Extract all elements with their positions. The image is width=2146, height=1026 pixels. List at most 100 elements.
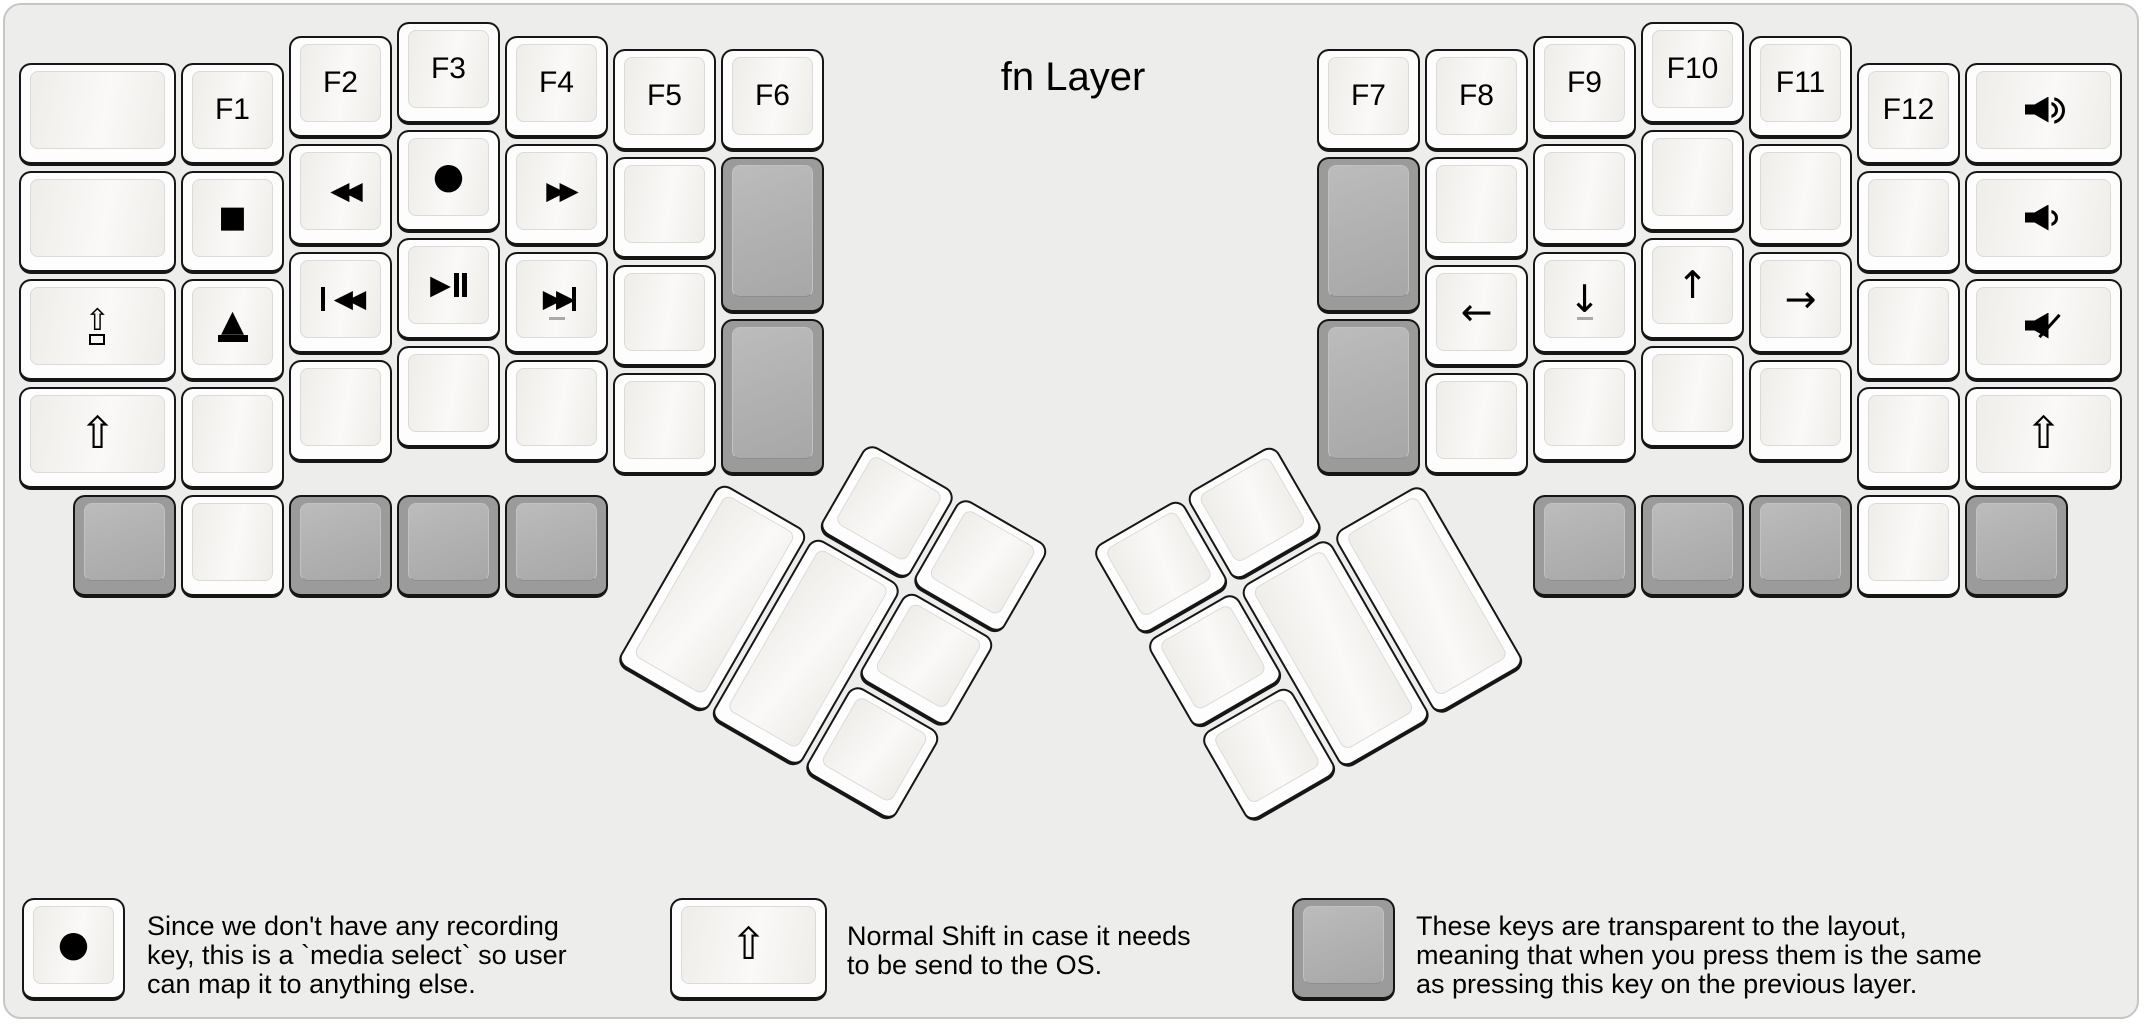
mute-icon: [2022, 309, 2066, 343]
key-blank: [613, 157, 716, 260]
key-label: F11: [1775, 65, 1826, 99]
key-play-pause: ▶: [397, 238, 500, 341]
key-volume-down: [1965, 170, 2122, 274]
legend-key-transparent: [1292, 898, 1395, 1001]
legend-text-transparent: These keys are transparent to the layout…: [1416, 911, 1982, 999]
key-f12: F12: [1857, 62, 1960, 166]
shift-icon: ⇧: [2025, 407, 2062, 459]
key-transparent: [397, 494, 500, 598]
key-label: F12: [1882, 92, 1935, 126]
key-transparent: [1965, 494, 2068, 598]
key-f10: F10: [1641, 22, 1744, 125]
key-blank: [1857, 170, 1960, 274]
key-blank: [1533, 143, 1636, 247]
key-blank: [181, 386, 284, 490]
key-blank: [19, 62, 176, 166]
key-caps-lock: ⇧: [19, 278, 176, 382]
key-transparent: [721, 319, 824, 476]
volume-up-icon: [2022, 93, 2066, 127]
key-blank: [1425, 157, 1528, 260]
key-f9: F9: [1533, 35, 1636, 139]
key-transparent: [73, 494, 176, 598]
underscore-mark: [1576, 316, 1593, 320]
key-f8: F8: [1425, 49, 1528, 152]
arrow-left-icon: ←: [1460, 290, 1493, 334]
key-arrow-down: ↓: [1533, 251, 1636, 355]
key-media-select: ●: [397, 130, 500, 233]
key-transparent: [1317, 157, 1420, 314]
key-blank: [1533, 359, 1636, 463]
key-blank: [397, 346, 500, 449]
key-label: F1: [214, 92, 250, 126]
key-mute: [1965, 278, 2122, 382]
arrow-right-icon: →: [1784, 276, 1817, 321]
key-blank: [613, 373, 716, 476]
record-icon: ●: [432, 156, 465, 197]
arrow-down-icon: ↓: [1568, 276, 1601, 321]
shift-icon: ⇧: [730, 919, 767, 970]
key-stop: ■: [181, 170, 284, 274]
shift-icon: ⇧: [79, 407, 116, 459]
previous-track-icon: ◀◀: [320, 286, 366, 311]
underscore-mark: [548, 316, 565, 320]
key-blank: [289, 359, 392, 463]
key-blank: [1749, 143, 1852, 247]
stop-icon: ■: [218, 199, 247, 235]
record-icon: ●: [57, 924, 90, 965]
legend-key-shift: ⇧: [670, 898, 827, 1001]
play-pause-icon: ▶: [430, 272, 467, 299]
next-track-icon: ▶▶: [537, 286, 577, 311]
legend-text-shift: Normal Shift in case it needs to be send…: [847, 921, 1191, 980]
arrow-up-icon: ↑: [1676, 263, 1709, 307]
key-transparent: [1533, 494, 1636, 598]
key-f1: F1: [181, 62, 284, 166]
key-blank: [1641, 346, 1744, 449]
key-shift: ⇧: [19, 386, 176, 490]
key-arrow-right: →: [1749, 251, 1852, 355]
key-blank: [1857, 494, 1960, 598]
key-rewind: ◀◀: [289, 143, 392, 247]
key-f3: F3: [397, 22, 500, 125]
key-transparent: [721, 157, 824, 314]
key-blank: [505, 359, 608, 463]
rewind-icon: ◀◀: [330, 176, 363, 205]
key-transparent: [1641, 494, 1744, 598]
key-f7: F7: [1317, 49, 1420, 152]
key-label: F6: [754, 79, 790, 112]
volume-down-icon: [2022, 201, 2066, 235]
key-label: F10: [1666, 52, 1719, 85]
key-arrow-up: ↑: [1641, 238, 1744, 341]
key-blank: [1641, 130, 1744, 233]
key-shift: ⇧: [1965, 386, 2122, 490]
key-transparent: [505, 494, 608, 598]
key-transparent: [1749, 494, 1852, 598]
key-f5: F5: [613, 49, 716, 152]
eject-icon: ▲: [217, 306, 248, 342]
key-f6: F6: [721, 49, 824, 152]
key-blank: [1857, 386, 1960, 490]
key-transparent: [1317, 319, 1420, 476]
key-blank: [19, 170, 176, 274]
key-label: F3: [430, 52, 466, 85]
key-arrow-left: ←: [1425, 265, 1528, 368]
key-label: F2: [322, 65, 358, 99]
key-f4: F4: [505, 35, 608, 139]
key-volume-up: [1965, 62, 2122, 166]
key-label: F8: [1458, 79, 1494, 112]
key-eject: ▲: [181, 278, 284, 382]
key-blank: [1749, 359, 1852, 463]
key-fast-forward: ▶▶: [505, 143, 608, 247]
key-label: F5: [646, 79, 682, 112]
legend-text-media-select: Since we don't have any recording key, t…: [147, 911, 567, 999]
key-blank: [181, 494, 284, 598]
caps-lock-icon: ⇧: [85, 305, 110, 345]
key-blank: [613, 265, 716, 368]
key-blank: [1425, 373, 1528, 476]
key-next-track: ▶▶: [505, 251, 608, 355]
fast-forward-icon: ▶▶: [546, 176, 579, 205]
key-label: F7: [1350, 79, 1386, 112]
layer-title: fn Layer: [1000, 55, 1146, 99]
key-transparent: [289, 494, 392, 598]
key-blank: [1857, 278, 1960, 382]
legend-key-media-select: ●: [22, 898, 125, 1001]
